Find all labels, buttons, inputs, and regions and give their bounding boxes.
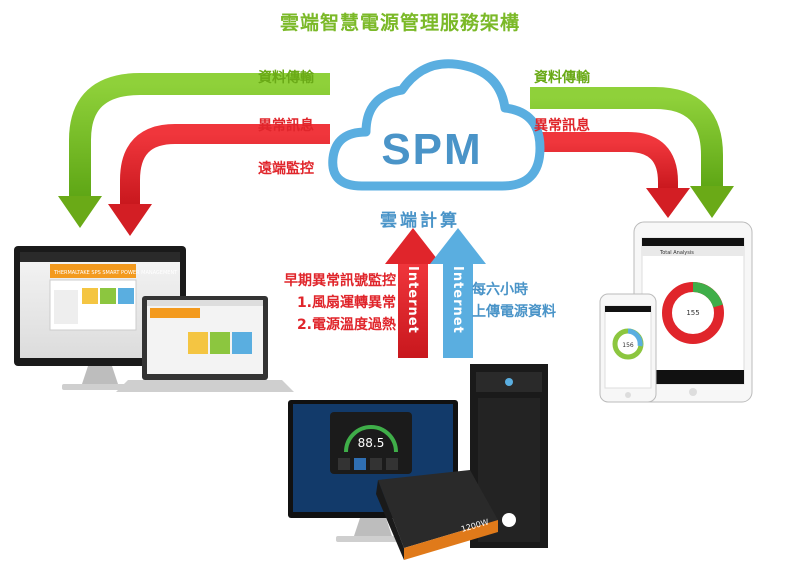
left-red-arrow bbox=[108, 124, 330, 236]
fan-abnormal-item: 1.風扇運轉異常 bbox=[296, 295, 396, 311]
red-uplink-arrow bbox=[385, 228, 441, 358]
cloud-icon: SPM bbox=[328, 59, 545, 191]
left-data-label: 資料傳輸 bbox=[258, 70, 314, 86]
left-monitor-label: 遠端監控 bbox=[258, 161, 314, 177]
psu-unit: 1200W bbox=[376, 470, 498, 560]
tablet-value: 155 bbox=[686, 309, 699, 317]
phone-value: 156 bbox=[622, 342, 634, 349]
monitor-app-title: THERMALTAKE SPS SMART POWER MANAGEMENT bbox=[53, 270, 178, 276]
left-green-arrow bbox=[58, 73, 330, 228]
desktop-reading: 88.5 bbox=[358, 436, 385, 450]
early-warning-heading: 早期異常訊號監控 bbox=[284, 273, 396, 289]
phone: 156 bbox=[599, 293, 657, 403]
tablet-header: Total Analysis bbox=[659, 250, 694, 256]
right-green-arrow bbox=[530, 87, 734, 218]
upload-notes: 每六小時 上傳電源資料 bbox=[472, 279, 556, 323]
right-alert-label: 異常訊息 bbox=[534, 118, 590, 134]
laptop bbox=[116, 296, 294, 392]
early-warning-notes: 早期異常訊號監控 1.風扇運轉異常 2.電源溫度過熱 bbox=[256, 270, 396, 336]
overheat-item: 2.電源溫度過熱 bbox=[296, 317, 396, 333]
cloud-caption: 雲端計算 bbox=[380, 211, 460, 231]
left-alert-label: 異常訊息 bbox=[258, 118, 314, 134]
right-data-label: 資料傳輸 bbox=[534, 70, 590, 86]
right-red-arrow bbox=[530, 132, 690, 218]
upload-interval: 每六小時 bbox=[472, 282, 528, 298]
blue-internet-label: Internet bbox=[450, 266, 465, 334]
diagram-title: 雲端智慧電源管理服務架構 bbox=[279, 12, 520, 34]
upload-description: 上傳電源資料 bbox=[472, 304, 556, 320]
blue-uplink-arrow bbox=[430, 228, 486, 358]
red-internet-label: Internet bbox=[405, 266, 420, 334]
tablet: Total Analysis 155 bbox=[633, 221, 753, 403]
spm-logo: SPM bbox=[381, 125, 482, 174]
